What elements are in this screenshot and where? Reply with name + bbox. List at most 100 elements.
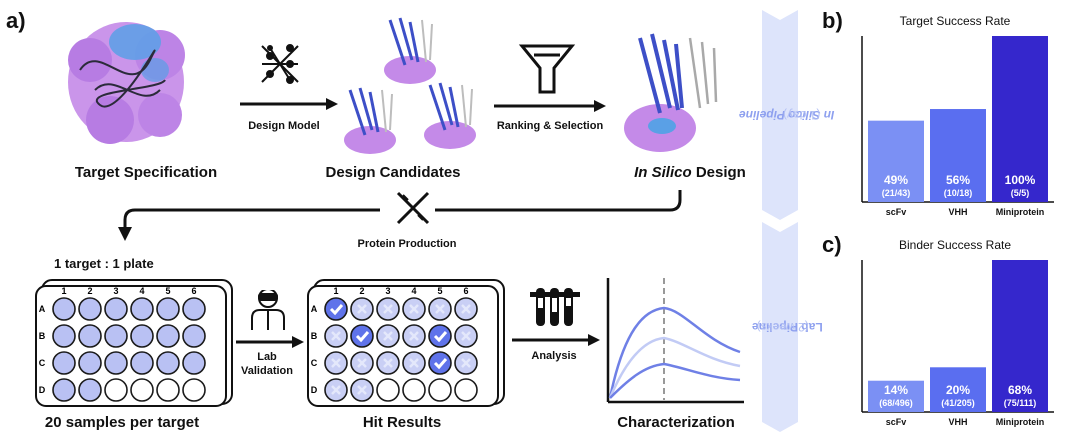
- well-x-icon: [383, 358, 393, 368]
- plate-row-label: A: [311, 304, 318, 314]
- plate-row-label: C: [39, 358, 46, 368]
- plate-column-label: 1: [61, 286, 66, 296]
- analysis-label: Analysis: [531, 350, 577, 362]
- characterization-label: Characterization: [617, 414, 735, 431]
- bar-value-label: 56%: [946, 173, 970, 187]
- bar: [992, 260, 1048, 412]
- plate-well: [350, 324, 374, 348]
- funnel-icon: [518, 44, 576, 94]
- plate-column-label: 4: [139, 286, 144, 296]
- plate-well: [52, 351, 76, 375]
- lab-pipeline-banner: Lab Pipeline (2 weeks): [751, 320, 823, 334]
- plate-well: [156, 324, 180, 348]
- well-x-icon: [461, 331, 471, 341]
- bar-value-label: 49%: [884, 173, 908, 187]
- binder-success-title: Binder Success Rate: [898, 238, 1012, 252]
- category-tick-label: scFv: [886, 417, 907, 427]
- test-tubes-icon: [530, 288, 580, 326]
- panel-a-label: a): [6, 8, 26, 33]
- plate-column-label: 1: [333, 286, 338, 296]
- scientist-icon: [251, 290, 285, 330]
- well-x-icon: [383, 331, 393, 341]
- curve-high: [608, 306, 741, 399]
- bar-count-label: (41/205): [941, 398, 975, 408]
- design-candidates-illustration: [344, 17, 476, 154]
- category-tick-label: scFv: [886, 207, 907, 217]
- category-tick-label: VHH: [948, 207, 967, 217]
- well-x-icon: [357, 304, 367, 314]
- well-x-icon: [461, 304, 471, 314]
- well-x-icon: [331, 358, 341, 368]
- plate-column-label: 5: [437, 286, 442, 296]
- dna-icon: [396, 191, 430, 225]
- plate-well: [428, 351, 452, 375]
- plate-column-label: 2: [359, 286, 364, 296]
- plate-row-label: B: [39, 331, 46, 341]
- plate-well: [78, 324, 102, 348]
- plate-well: [52, 378, 76, 402]
- plate-well: [156, 378, 180, 402]
- bar-value-label: 100%: [1005, 173, 1036, 187]
- well-x-icon: [357, 358, 367, 368]
- target-protein-illustration: [68, 22, 185, 144]
- plate-well: [454, 378, 478, 402]
- bar: [930, 109, 986, 202]
- target-success-title: Target Success Rate: [899, 14, 1011, 28]
- category-tick-label: VHH: [948, 417, 967, 427]
- in-silico-pipeline-banner: In Silico Pipeline (1 day): [739, 108, 835, 122]
- plate-well: [156, 297, 180, 321]
- in-silico-design-illustration: [624, 33, 718, 152]
- bar-value-label: 68%: [1008, 383, 1032, 397]
- plate-well: [428, 324, 452, 348]
- plate-well: [78, 378, 102, 402]
- plate-column-label: 6: [191, 286, 196, 296]
- lab-banner-shape: [762, 222, 798, 432]
- bar-count-label: (68/496): [879, 398, 913, 408]
- well-check-icon: [355, 331, 370, 343]
- well-x-icon: [435, 304, 445, 314]
- bar-count-label: (21/43): [882, 188, 911, 198]
- category-tick-label: Miniprotein: [996, 207, 1045, 217]
- plate-row-label: C: [311, 358, 318, 368]
- well-check-icon: [433, 358, 448, 370]
- well-check-icon: [329, 304, 344, 316]
- well-check-icon: [433, 331, 448, 343]
- plate-well: [104, 324, 128, 348]
- curve-low: [609, 362, 741, 399]
- design-model-arrow: [240, 44, 338, 110]
- design-candidates-label: Design Candidates: [325, 164, 461, 181]
- protein-production-arrow: [118, 190, 682, 241]
- in-silico-design-label: In Silico Design: [634, 164, 746, 181]
- characterization-plot: [606, 278, 744, 404]
- network-icon: [261, 44, 299, 84]
- bar-value-label: 14%: [884, 383, 908, 397]
- plate-well: [52, 297, 76, 321]
- samples-per-target-label: 20 samples per target: [44, 414, 200, 431]
- plate-column-label: 3: [385, 286, 390, 296]
- well-x-icon: [383, 304, 393, 314]
- plate-column-label: 5: [165, 286, 170, 296]
- bar: [930, 367, 986, 412]
- binder-success-chart: 14%(68/496)scFv20%(41/205)VHH68%(75/111)…: [861, 260, 1054, 427]
- well-x-icon: [331, 331, 341, 341]
- plate-well: [104, 351, 128, 375]
- plate-row-label: A: [39, 304, 46, 314]
- plate-column-label: 2: [87, 286, 92, 296]
- panel-b-label: b): [822, 8, 843, 33]
- plate-well: [78, 297, 102, 321]
- plate-well: [156, 351, 180, 375]
- plate-well: [130, 324, 154, 348]
- lab-validation-arrow: [236, 290, 304, 348]
- plate-well: [78, 351, 102, 375]
- plate-row-label: D: [311, 385, 318, 395]
- plate-row-label: B: [311, 331, 318, 341]
- plate-column-label: 6: [463, 286, 468, 296]
- plate-well: [428, 378, 452, 402]
- plate-well: [182, 324, 206, 348]
- plate-well: [104, 297, 128, 321]
- plate-column-label: 3: [113, 286, 118, 296]
- plate-well: [130, 378, 154, 402]
- plate-well: [130, 351, 154, 375]
